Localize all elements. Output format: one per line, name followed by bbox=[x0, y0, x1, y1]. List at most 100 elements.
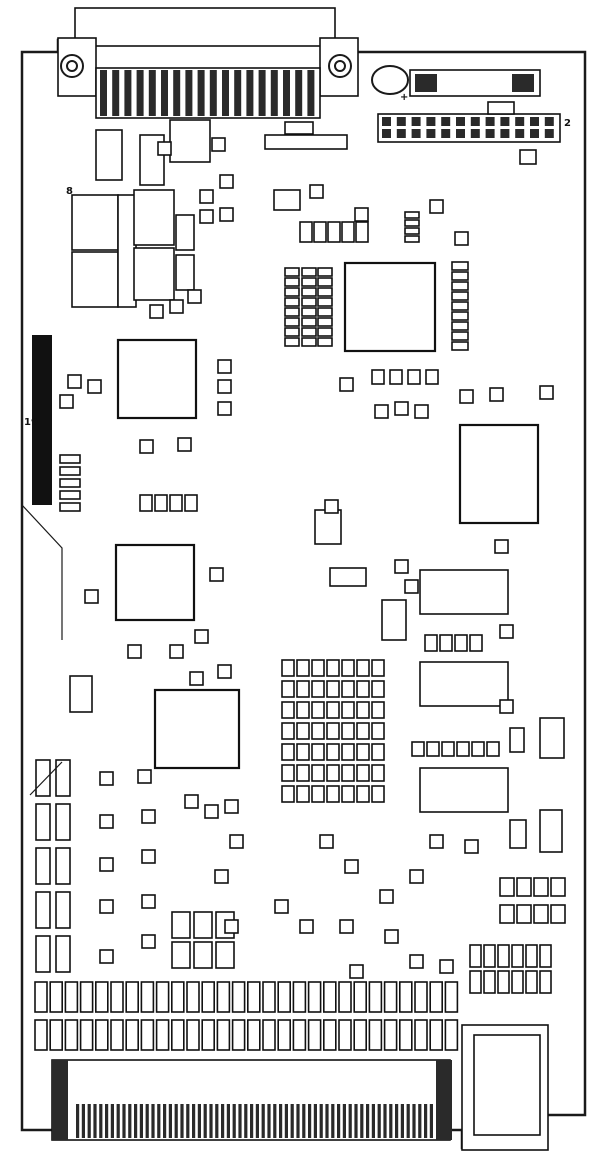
side-resistor bbox=[301, 307, 317, 317]
edge-pin bbox=[308, 1104, 312, 1138]
resistor-array-cell bbox=[193, 941, 213, 969]
side-resistor bbox=[389, 369, 403, 385]
connector-pin bbox=[185, 70, 193, 116]
resistor-array-cell bbox=[454, 634, 468, 652]
resistor-array-cell bbox=[426, 741, 440, 757]
resistor-array-cell bbox=[341, 701, 355, 719]
side-resistor bbox=[451, 291, 469, 301]
resistor-array-cell bbox=[368, 1019, 383, 1051]
resistor-array-cell bbox=[497, 970, 510, 994]
discrete-component bbox=[211, 137, 226, 152]
header-pin bbox=[544, 117, 554, 126]
header-pin bbox=[470, 129, 480, 138]
edge-pin bbox=[168, 1104, 172, 1138]
connector-pin bbox=[234, 70, 242, 116]
resistor-array-cell bbox=[296, 722, 310, 740]
resistor-array-cell bbox=[356, 743, 370, 761]
side-resistor bbox=[301, 297, 317, 307]
discrete-component bbox=[499, 699, 514, 714]
discrete-component bbox=[324, 499, 339, 514]
connector-pin bbox=[173, 70, 181, 116]
top-right-components: + 2 bbox=[371, 65, 571, 165]
pin-header bbox=[382, 117, 554, 138]
side-resistor bbox=[301, 337, 317, 347]
header-pin bbox=[396, 129, 406, 138]
side-resistor bbox=[284, 317, 300, 327]
side-resistor bbox=[451, 301, 469, 311]
top-connector bbox=[57, 7, 359, 119]
resistor-array-cell bbox=[281, 722, 295, 740]
connector-pin bbox=[136, 70, 144, 116]
edge-pin bbox=[134, 1104, 138, 1138]
edge-pin bbox=[215, 1104, 219, 1138]
discrete-component bbox=[199, 209, 214, 224]
edge-pin bbox=[395, 1104, 399, 1138]
resistor-array-cell bbox=[171, 981, 185, 1013]
discrete-component bbox=[169, 299, 184, 314]
side-resistor bbox=[284, 307, 300, 317]
connector-pin bbox=[100, 70, 107, 116]
side-resistor bbox=[301, 287, 317, 297]
discrete-component bbox=[217, 401, 232, 416]
resistor-array-cell bbox=[262, 981, 276, 1013]
header-pin bbox=[500, 117, 510, 126]
discrete-component bbox=[169, 644, 184, 659]
side-resistor bbox=[301, 277, 317, 287]
resistor-array-cell bbox=[34, 981, 48, 1013]
resistor-array-cell bbox=[356, 701, 370, 719]
resistor-array-cell bbox=[525, 970, 538, 994]
edge-pin bbox=[157, 1104, 161, 1138]
resistor-array-cell bbox=[307, 1019, 322, 1051]
resistor-array-cell bbox=[371, 659, 385, 677]
discrete-component bbox=[99, 949, 114, 964]
resistor-array-cell bbox=[95, 981, 109, 1013]
edge-pin bbox=[226, 1104, 230, 1138]
edge-pin bbox=[366, 1104, 370, 1138]
edge-pin bbox=[180, 1104, 184, 1138]
discrete-component bbox=[394, 401, 409, 416]
resistor-array-cell bbox=[193, 911, 213, 939]
header-pin bbox=[382, 117, 391, 126]
discrete-component bbox=[224, 799, 239, 814]
side-resistor bbox=[451, 331, 469, 341]
resistor-array-cell bbox=[311, 785, 325, 803]
resistor-array-cell bbox=[371, 785, 385, 803]
resistor-array-cell bbox=[64, 981, 79, 1013]
connector-pin bbox=[307, 70, 315, 116]
resistor-array-cell bbox=[296, 701, 310, 719]
resistor-array-cell bbox=[79, 981, 94, 1013]
edge-pin bbox=[400, 1104, 404, 1138]
resistor-array-cell bbox=[469, 970, 482, 994]
discrete-component bbox=[214, 869, 229, 884]
edge-pin bbox=[238, 1104, 242, 1138]
header-pin bbox=[441, 129, 451, 138]
connector-pin bbox=[124, 70, 132, 116]
discrete-component bbox=[459, 389, 474, 404]
resistor-array-cell bbox=[292, 981, 307, 1013]
top-connector-pins bbox=[100, 70, 315, 116]
side-resistor bbox=[317, 327, 333, 337]
traces bbox=[21, 504, 63, 796]
resistor-array-cell bbox=[311, 743, 325, 761]
resistor-array-cell bbox=[216, 981, 231, 1013]
resistor-array-cell bbox=[110, 981, 124, 1013]
discrete-component bbox=[99, 899, 114, 914]
side-resistor bbox=[299, 221, 313, 243]
header-pin bbox=[530, 117, 539, 126]
resistor-array-cell bbox=[533, 877, 549, 897]
resistor-array-cell bbox=[64, 1019, 79, 1051]
edge-pin bbox=[255, 1104, 259, 1138]
resistor-array-cell bbox=[456, 741, 470, 757]
discrete-component bbox=[137, 769, 152, 784]
discrete-component bbox=[219, 174, 234, 189]
resistor-array-cell bbox=[550, 904, 566, 924]
header-pin bbox=[441, 117, 451, 126]
side-resistor bbox=[317, 287, 333, 297]
resistor-array-cell bbox=[326, 701, 340, 719]
edge-pin bbox=[261, 1104, 265, 1138]
edge-pin bbox=[418, 1104, 422, 1138]
side-resistor bbox=[284, 287, 300, 297]
edge-pin bbox=[250, 1104, 254, 1138]
processor-side-components bbox=[284, 211, 469, 385]
